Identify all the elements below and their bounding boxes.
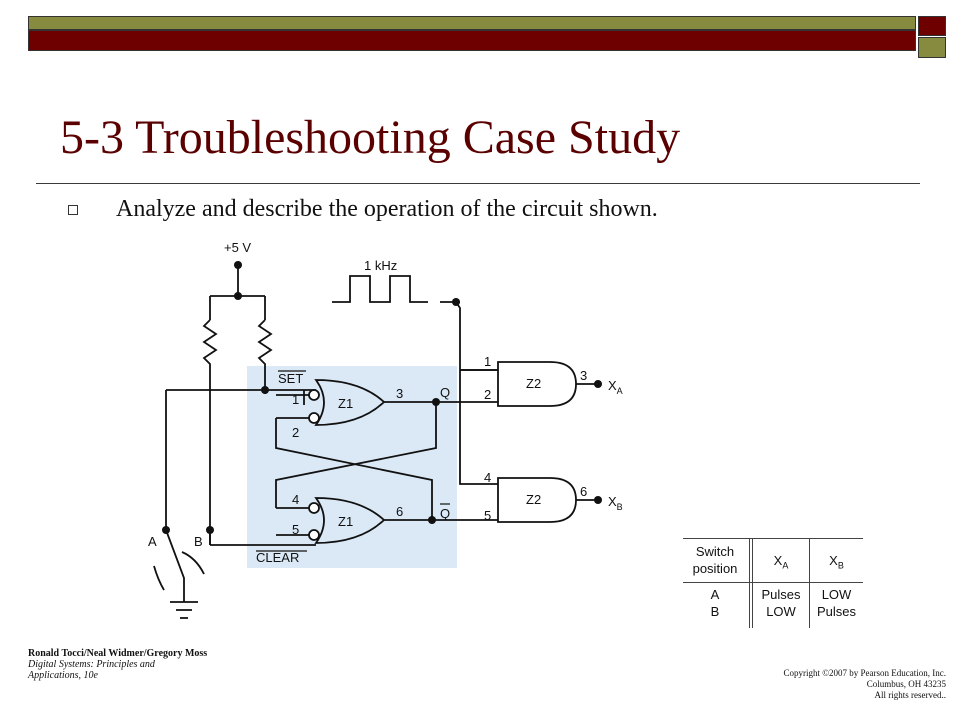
footer-credits: Ronald Tocci/Neal Widmer/Gregory Moss Di… xyxy=(28,648,228,681)
corner-olive-square xyxy=(918,37,946,58)
z1-top-gate xyxy=(314,379,386,426)
truth-header-xa: XA xyxy=(773,553,789,571)
junction-supply-top xyxy=(234,261,242,269)
terminal-xb xyxy=(594,496,602,504)
title-divider xyxy=(36,183,920,184)
footer-book-line-1: Digital Systems: Principles and xyxy=(28,659,155,670)
pin-z2-5: 5 xyxy=(484,508,491,523)
label-switch-a: A xyxy=(148,534,157,549)
top-maroon-bar xyxy=(28,30,916,51)
label-qbar: Q xyxy=(440,506,450,521)
bubble-z1-bot-5 xyxy=(308,529,320,541)
footer-copyright: Copyright ©2007 by Pearson Education, In… xyxy=(706,668,946,701)
pin-z1-6: 6 xyxy=(396,504,403,519)
junction-clock xyxy=(452,298,460,306)
junction-switch-a xyxy=(162,526,170,534)
label-set: SET xyxy=(278,371,303,386)
bullet-text: Analyze and describe the operation of th… xyxy=(116,196,658,222)
junction-switch-b xyxy=(206,526,214,534)
truth-col-rule-1b xyxy=(752,538,753,628)
label-q: Q xyxy=(440,385,450,400)
label-clear: CLEAR xyxy=(256,550,299,565)
clock-waveform xyxy=(332,275,428,303)
resistor-left xyxy=(202,319,218,390)
footer-rights: All rights reserved.. xyxy=(874,690,946,700)
pin-z2-4: 4 xyxy=(484,470,491,485)
terminal-xa xyxy=(594,380,602,388)
truth-row-a-position: A xyxy=(710,587,720,602)
ground-symbol xyxy=(170,601,198,619)
label-z2-top: Z2 xyxy=(526,376,541,391)
label-z1-bot: Z1 xyxy=(338,514,353,529)
truth-col-rule-1 xyxy=(749,538,750,628)
pin-z2-1: 1 xyxy=(484,354,491,369)
junction-qbar xyxy=(428,516,436,524)
bubble-z1-top-2 xyxy=(308,412,320,424)
slide-title: 5-3 Troubleshooting Case Study xyxy=(60,111,681,164)
resistor-right xyxy=(257,319,273,394)
pin-z2-6: 6 xyxy=(580,484,587,499)
label-z2-bot: Z2 xyxy=(526,492,541,507)
label-z1-top: Z1 xyxy=(338,396,353,411)
pin-z1-1: 1 xyxy=(292,392,299,407)
label-xb: XB xyxy=(608,494,623,512)
truth-header-switch-2: position xyxy=(692,561,738,576)
switch-arc-2 xyxy=(153,565,165,591)
corner-maroon-square xyxy=(918,16,946,36)
truth-row-a-xb: LOW xyxy=(821,587,852,602)
junction-supply xyxy=(234,292,242,300)
top-decorative-bars xyxy=(28,16,946,58)
label-supply: +5 V xyxy=(224,240,251,255)
truth-row-b-xb: Pulses xyxy=(816,604,857,619)
bubble-z1-top-1 xyxy=(308,389,320,401)
footer-authors: Ronald Tocci/Neal Widmer/Gregory Moss xyxy=(28,648,208,659)
truth-header-switch-1: Switch xyxy=(695,544,735,559)
pin-z1-3: 3 xyxy=(396,386,403,401)
truth-row-b-xa: LOW xyxy=(766,604,796,619)
square-bullet-icon xyxy=(68,205,78,215)
label-xa: XA xyxy=(608,378,623,396)
label-clock: 1 kHz xyxy=(364,258,397,273)
footer-book-line-2: Applications, 10e xyxy=(28,670,98,681)
junction-q xyxy=(432,398,440,406)
clock-line xyxy=(455,301,498,485)
truth-row-b-position: B xyxy=(710,604,720,619)
junction-set xyxy=(261,386,269,394)
pin-z2-2: 2 xyxy=(484,387,491,402)
footer-address: Columbus, OH 43235 xyxy=(866,679,946,689)
footer-copyright-line: Copyright ©2007 by Pearson Education, In… xyxy=(783,668,946,678)
switch-lever xyxy=(165,529,185,602)
truth-table: Switch position XA XB A B Pulses LOW LOW… xyxy=(683,538,863,628)
feedback-qbar xyxy=(275,418,433,520)
z1-bot-gate xyxy=(314,497,386,544)
pin-z1-4: 4 xyxy=(292,492,299,507)
pin-z2-3: 3 xyxy=(580,368,587,383)
circuit-diagram: +5 V 1 kHz SET CLEAR Z1 Z1 Z2 Z2 Q Q XA … xyxy=(140,230,680,640)
label-switch-b: B xyxy=(194,534,203,549)
top-olive-bar xyxy=(28,16,916,30)
bubble-z1-bot-4 xyxy=(308,502,320,514)
pin-z1-5: 5 xyxy=(292,522,299,537)
pin-z1-2: 2 xyxy=(292,425,299,440)
switch-arc xyxy=(181,551,205,575)
truth-header-rule xyxy=(683,582,863,583)
truth-header-xb: XB xyxy=(829,553,844,571)
truth-col-rule-2 xyxy=(809,538,810,628)
truth-top-rule xyxy=(683,538,863,539)
truth-row-a-xa: Pulses xyxy=(761,587,801,602)
clear-line xyxy=(209,390,316,546)
